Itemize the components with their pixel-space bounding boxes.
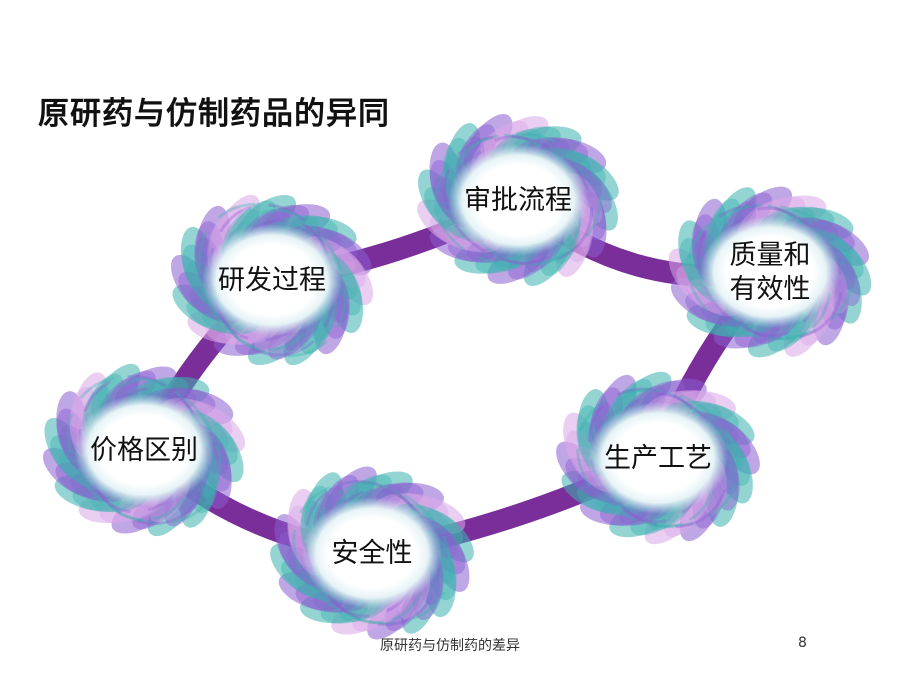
swirl-ring: [686, 203, 854, 341]
node-price: 价格区别: [42, 363, 246, 537]
petal: [561, 151, 619, 201]
swirl-ring: [697, 204, 843, 340]
node-process: 生产工艺: [556, 371, 760, 545]
node-center: [588, 402, 728, 514]
node-label: 质量和: [730, 240, 811, 271]
node-label: 审批流程: [464, 185, 572, 216]
node-label: 生产工艺: [604, 443, 712, 474]
node-center: [302, 497, 442, 609]
node-label: 价格区别: [90, 435, 198, 466]
node-label: 有效性: [730, 274, 811, 305]
node-label: 研发过程: [218, 265, 326, 296]
page-number: 8: [798, 635, 807, 651]
node-center: [202, 224, 342, 336]
swirl-ring: [576, 388, 740, 528]
node-label: 安全性: [332, 538, 413, 569]
node-approval: 审批流程: [417, 114, 619, 286]
node-center: [74, 394, 214, 506]
node-rnd: 研发过程: [170, 194, 374, 366]
swirl-ring: [66, 375, 222, 525]
node-safety: 安全性: [270, 466, 474, 640]
swirl-ring: [442, 134, 594, 266]
node-center: [448, 144, 588, 256]
swirl-ring: [197, 202, 347, 358]
node-center: [700, 216, 840, 328]
swirl-ring: [292, 481, 452, 625]
petal: [824, 237, 872, 296]
footer-text: 原研药与仿制药的差异: [380, 638, 520, 654]
slide-title: 原研药与仿制药品的异同: [38, 96, 390, 132]
swirl-ring: [434, 132, 602, 268]
